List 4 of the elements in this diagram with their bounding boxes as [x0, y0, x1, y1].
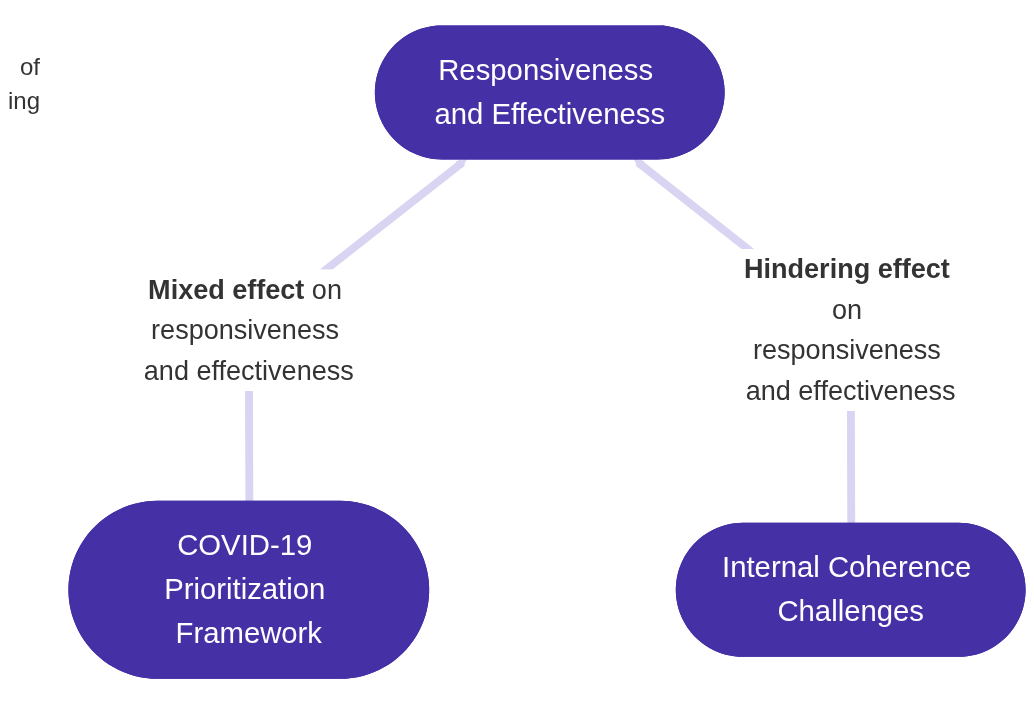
edge-label: Mixed effect on responsiveness and effectiveness	[143, 273, 354, 386]
text-fragment: ing	[6, 86, 40, 116]
edge-label: Hindering effect on responsiveness and effectiveness	[744, 253, 956, 406]
text-fragment: of	[19, 52, 40, 82]
